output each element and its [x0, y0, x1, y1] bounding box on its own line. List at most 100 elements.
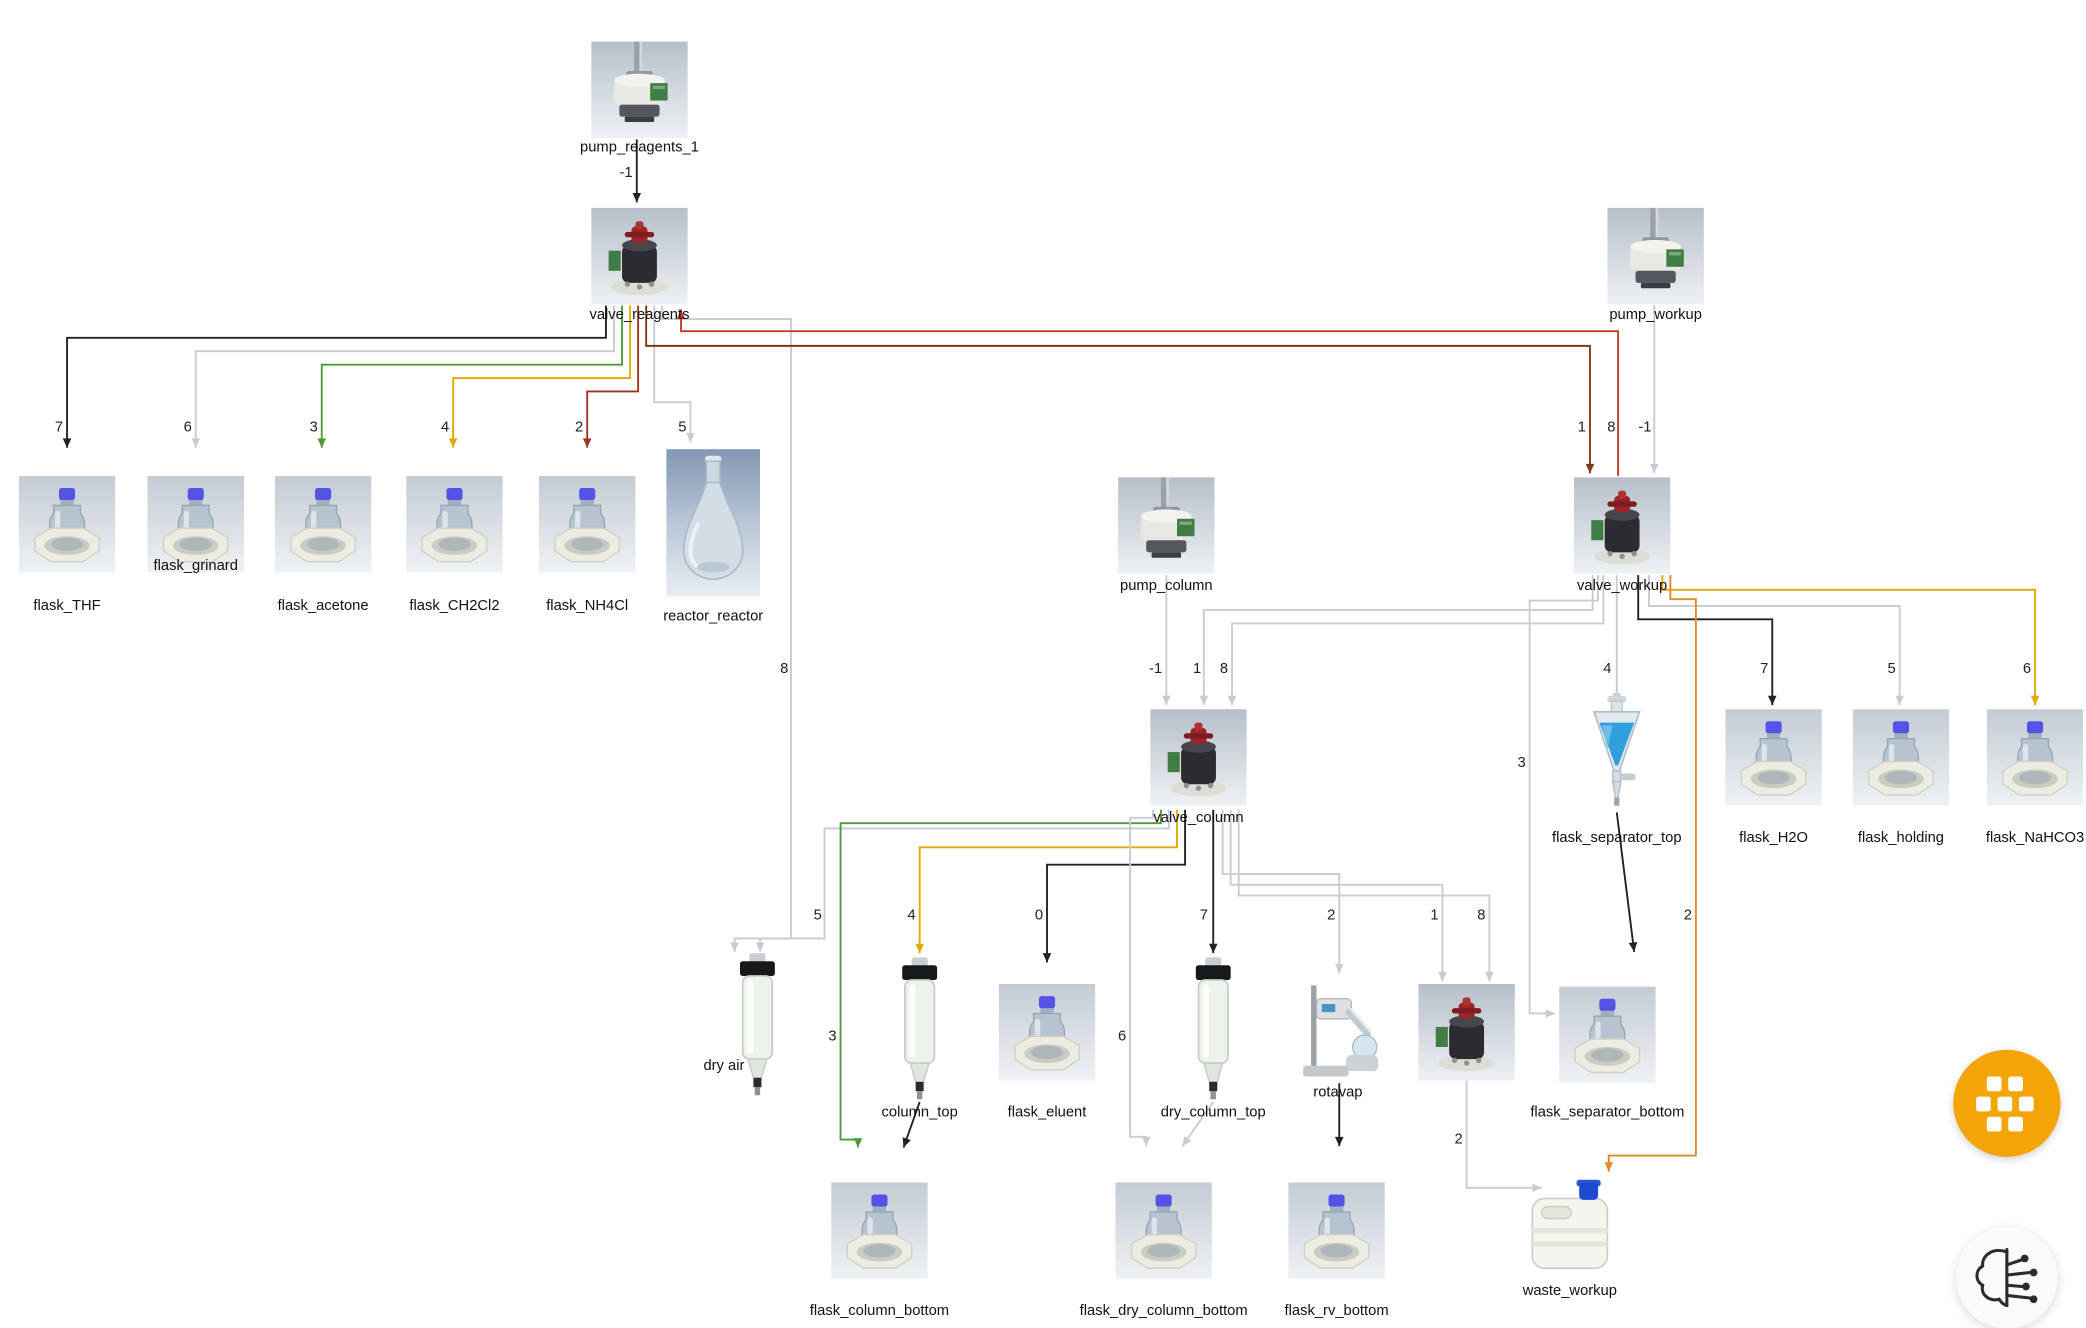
node-valve_column[interactable]: [1150, 709, 1247, 806]
arrowhead-icon: [317, 438, 327, 448]
arrowhead-icon: [1650, 463, 1659, 474]
edge-valve_column-flask_column_bottom: [839, 809, 1162, 1148]
arrowhead-icon: [1895, 695, 1904, 706]
edge-valve_workup-waste_workup: [1607, 575, 1697, 1172]
edge-valve_reagents-flask_NH4Cl: [586, 305, 640, 448]
node-label-pump_column: pump_column: [1120, 577, 1213, 594]
node-flask_separator_bottom[interactable]: [1559, 986, 1656, 1084]
arrowhead-icon: [902, 1137, 911, 1148]
arrowhead-icon: [191, 438, 201, 448]
jerrycan-icon: [1526, 1174, 1614, 1273]
reactor-icon: [666, 449, 761, 597]
node-waste_workup[interactable]: [1526, 1174, 1614, 1273]
node-rotavap[interactable]: [1295, 980, 1381, 1085]
node-flask_separator_top[interactable]: [1577, 695, 1657, 819]
node-column_top[interactable]: [893, 957, 947, 1102]
edge-label: 3: [1517, 755, 1525, 771]
node-dry_air[interactable]: [731, 953, 785, 1098]
node-flask_holding[interactable]: [1852, 709, 1950, 806]
brain-circuit-icon: [1956, 1227, 2058, 1328]
arrowhead-icon: [676, 309, 686, 320]
node-label-flask_column_bottom: flask_column_bottom: [809, 1303, 950, 1320]
edge-label: 5: [678, 420, 686, 436]
node-flask_NH4Cl[interactable]: [538, 475, 636, 573]
edge-valve_2-waste_workup: [1465, 1080, 1542, 1189]
edge-valve_column-column_top: [918, 809, 1178, 954]
edge-label: 1: [1193, 661, 1201, 677]
node-flask_CH2Cl2[interactable]: [406, 475, 503, 573]
edge-label: 8: [780, 661, 788, 677]
arrowhead-icon: [755, 942, 765, 952]
edge-label: 6: [184, 420, 192, 436]
node-valve_2[interactable]: [1418, 984, 1515, 1081]
edge-label: 4: [441, 420, 449, 436]
node-flask_column_bottom[interactable]: [831, 1182, 928, 1279]
node-pump_column[interactable]: [1118, 477, 1215, 574]
edge-label: 2: [1327, 908, 1335, 924]
node-pump_reagents_1[interactable]: [591, 41, 688, 139]
node-label-valve_reagents: valve_reagents: [589, 306, 690, 324]
apps-launcher-button[interactable]: [1953, 1049, 2061, 1157]
node-flask_dry_column_bottom[interactable]: [1115, 1182, 1212, 1279]
edge-label: 2: [1684, 908, 1692, 924]
arrowhead-icon: [1182, 1136, 1192, 1147]
arrowhead-icon: [1199, 695, 1209, 706]
node-label-flask_grinard: flask_grinard: [153, 557, 238, 574]
node-label-flask_separator_bottom: flask_separator_bottom: [1530, 1104, 1685, 1121]
node-label-column_top: column_top: [881, 1104, 958, 1121]
edge-valve_column-flask_eluent: [1046, 809, 1187, 963]
edge-label: -1: [1149, 661, 1162, 677]
pump-icon: [1118, 477, 1215, 574]
node-flask_H2O[interactable]: [1725, 709, 1822, 806]
edge-valve_reagents-flask_CH2Cl2: [452, 305, 632, 448]
node-flask_NaHCO3[interactable]: [1986, 709, 2084, 806]
node-valve_workup[interactable]: [1573, 477, 1671, 574]
node-label-valve_column: valve_column: [1153, 809, 1244, 826]
edge-valve_column-dry_air: [759, 809, 1170, 952]
edge-label: 8: [1220, 661, 1228, 677]
node-flask_eluent[interactable]: [998, 984, 1096, 1081]
edge-flask_separator_top-flask_separator_bottom: [1615, 812, 1636, 952]
edge-valve_workup-flask_NaHCO3: [1661, 575, 2036, 706]
edge-label: 7: [1760, 661, 1768, 677]
node-label-flask_acetone: flask_acetone: [277, 597, 369, 614]
funnel-icon: [1577, 695, 1657, 819]
column-icon: [731, 953, 785, 1098]
arrowhead-icon: [1141, 1136, 1151, 1147]
assistant-button[interactable]: [1955, 1226, 2058, 1328]
node-flask_acetone[interactable]: [274, 475, 372, 573]
node-label-reactor_reactor: reactor_reactor: [663, 608, 764, 625]
edge-valve_column-valve_2-1: [1229, 809, 1444, 982]
arrowhead-icon: [1545, 1009, 1556, 1018]
node-label-rotavap: rotavap: [1313, 1084, 1363, 1101]
node-reactor_reactor[interactable]: [666, 449, 761, 597]
node-valve_reagents[interactable]: [591, 207, 688, 305]
node-label-flask_rv_bottom: flask_rv_bottom: [1284, 1303, 1389, 1320]
edge-label: 7: [55, 420, 63, 436]
flask-icon: [831, 1182, 928, 1279]
arrowhead-icon: [1628, 941, 1638, 952]
flask-icon: [1115, 1182, 1212, 1279]
arrowhead-icon: [1334, 963, 1344, 974]
edge-label: 7: [1200, 908, 1208, 924]
node-label-flask_NH4Cl: flask_NH4Cl: [546, 597, 629, 614]
edge-valve_workup-flask_separator_bottom: [1528, 575, 1599, 1015]
node-dry_column_top[interactable]: [1186, 957, 1240, 1102]
node-label-flask_separator_top: flask_separator_top: [1551, 829, 1682, 846]
edge-label: 8: [1477, 908, 1485, 924]
edge-label: 4: [1603, 661, 1611, 677]
edge-label: 6: [1118, 1028, 1126, 1044]
node-pump_workup[interactable]: [1607, 207, 1704, 305]
node-flask_rv_bottom[interactable]: [1288, 1182, 1385, 1279]
node-flask_grinard[interactable]: [147, 475, 244, 573]
valve-icon: [1418, 984, 1515, 1081]
node-flask_THF[interactable]: [18, 475, 116, 573]
arrowhead-icon: [1485, 971, 1494, 982]
arrowhead-icon: [1438, 971, 1447, 982]
flask-icon: [274, 475, 372, 573]
node-label-pump_reagents_1: pump_reagents_1: [580, 139, 699, 156]
flask-icon: [1288, 1182, 1385, 1279]
